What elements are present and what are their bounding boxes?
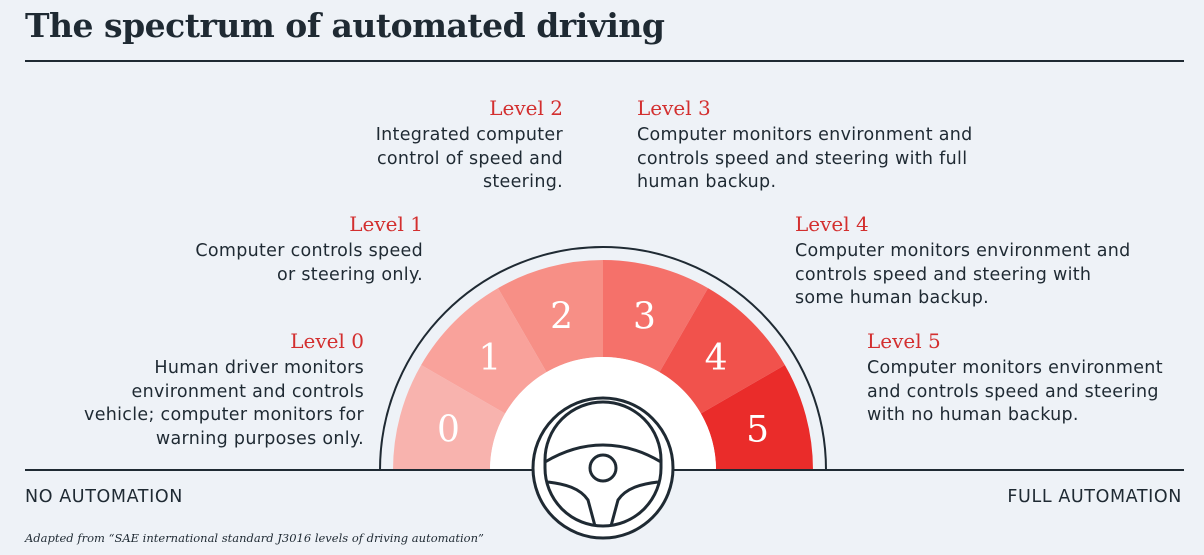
level-0-block: Level 0 Human driver monitors environmen… [70, 328, 364, 451]
level-4-description: Computer monitors environment and contro… [795, 241, 1131, 308]
level-4-title: Level 4 [795, 212, 869, 236]
level-5-description: Computer monitors environment and contro… [867, 358, 1163, 425]
gauge-number-level-1: 1 [478, 338, 501, 379]
page-title: The spectrum of automated driving [25, 6, 665, 45]
level-2-description: Integrated computer control of speed and… [375, 125, 563, 192]
gauge-number-level-5: 5 [746, 410, 769, 451]
gauge-segment-level-4 [659, 288, 785, 414]
full-automation-label: FULL AUTOMATION [1007, 487, 1182, 507]
title-divider [25, 60, 1184, 62]
level-1-block: Level 1 Computer controls speed or steer… [180, 211, 423, 287]
steering-wheel-icon [531, 396, 675, 540]
level-1-title: Level 1 [349, 212, 423, 236]
level-0-description: Human driver monitors environment and co… [84, 358, 364, 449]
gauge-number-level-4: 4 [705, 338, 728, 379]
gauge-segment-level-3 [603, 260, 708, 373]
gauge-outer-arc [379, 246, 827, 471]
level-5-title: Level 5 [867, 329, 941, 353]
level-3-description: Computer monitors environment and contro… [637, 125, 973, 192]
level-2-title: Level 2 [489, 96, 563, 120]
level-3-title: Level 3 [637, 96, 711, 120]
gauge-segment-level-2 [498, 260, 603, 373]
level-0-title: Level 0 [290, 329, 364, 353]
gauge-number-level-0: 0 [437, 410, 460, 451]
level-2-block: Level 2 Integrated computer control of s… [330, 95, 563, 195]
gauge-segment-level-1 [421, 288, 547, 414]
level-4-block: Level 4 Computer monitors environment an… [795, 211, 1145, 311]
gauge-segment-level-5 [700, 365, 813, 470]
gauge-segment-level-0 [393, 365, 506, 470]
level-5-block: Level 5 Computer monitors environment an… [867, 328, 1167, 428]
level-1-description: Computer controls speed or steering only… [195, 241, 423, 285]
gauge-number-level-2: 2 [550, 296, 573, 337]
level-3-block: Level 3 Computer monitors environment an… [637, 95, 982, 195]
no-automation-label: NO AUTOMATION [25, 487, 183, 507]
gauge-number-level-3: 3 [633, 296, 656, 337]
source-footnote: Adapted from “SAE international standard… [25, 531, 484, 545]
